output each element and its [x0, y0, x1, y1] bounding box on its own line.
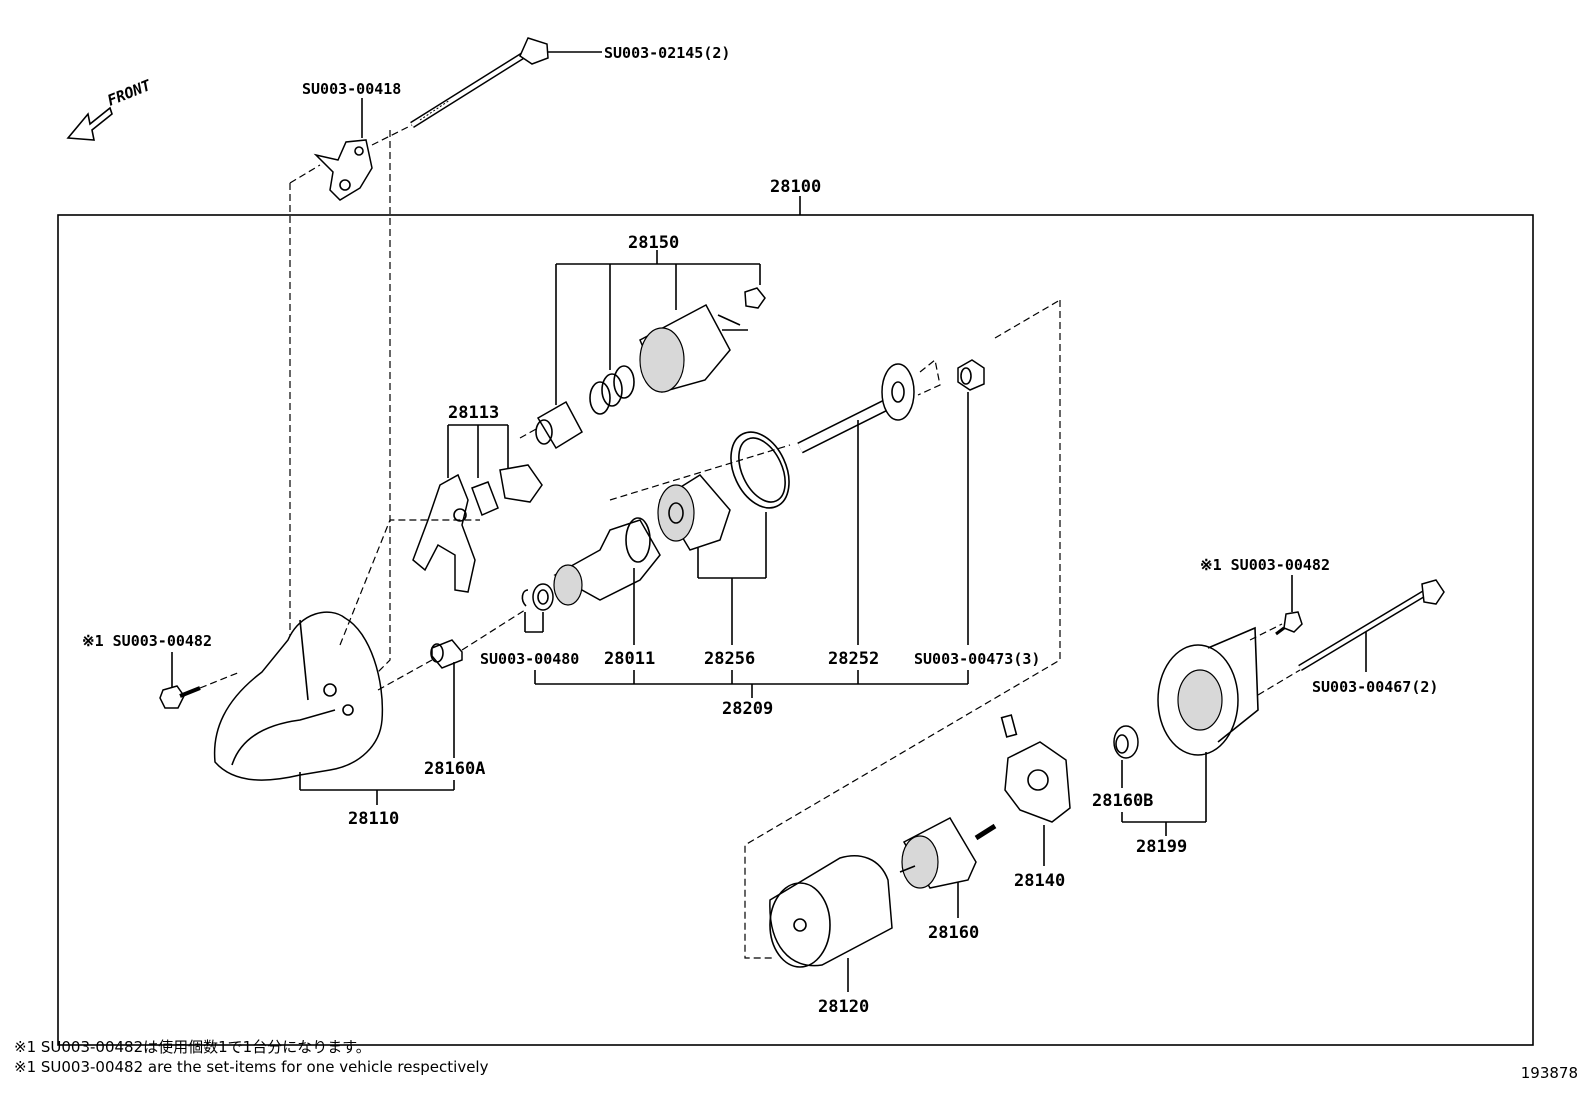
terminal-nut-part [744, 287, 766, 309]
callout-28256: 28256 [704, 649, 755, 669]
bushing-28160b-part [1113, 725, 1139, 759]
starter-clutch-part [553, 517, 661, 606]
callout-28252: 28252 [828, 649, 879, 669]
callout-su003-02145: SU003-02145(2) [604, 44, 730, 62]
planetary-gear-part [657, 474, 731, 551]
callout-28113: 28113 [448, 403, 499, 423]
callout-28100: 28100 [770, 177, 821, 197]
callout-su003-00482-left: ※1 SU003-00482 [82, 632, 212, 650]
callout-su003-00418: SU003-00418 [302, 80, 401, 98]
bracket-part [313, 139, 373, 201]
snap-ring-part [521, 583, 554, 611]
output-shaft-part [797, 363, 915, 454]
callout-28110: 28110 [348, 809, 399, 829]
callout-28160b: 28160B [1092, 791, 1153, 811]
callout-28160a: 28160A [424, 759, 485, 779]
callout-28199: 28199 [1136, 837, 1187, 857]
armature-part [899, 817, 997, 889]
through-bolt-part [1298, 579, 1445, 672]
drive-housing-part [213, 611, 384, 781]
yoke-assembly-part [769, 855, 893, 968]
front-label: FRONT [105, 76, 155, 110]
assembly-box-28100 [57, 214, 1534, 1046]
callout-su003-00467: SU003-00467(2) [1312, 678, 1438, 696]
spring-part [589, 365, 635, 415]
footnote-english: ※1 SU003-00482 are the set-items for one… [14, 1058, 489, 1076]
callout-28120: 28120 [818, 997, 869, 1017]
bearing-nut-part [957, 359, 985, 391]
callout-28011: 28011 [604, 649, 655, 669]
document-id: 193878 [1520, 1064, 1578, 1082]
end-frame-screw-part [1275, 611, 1303, 636]
callout-su003-00473: SU003-00473(3) [914, 650, 1040, 668]
callout-28140: 28140 [1014, 871, 1065, 891]
bushing-28160a-part [430, 639, 463, 669]
callout-28160: 28160 [928, 923, 979, 943]
end-frame-part [1157, 626, 1259, 756]
front-direction-arrow: FRONT [66, 76, 155, 141]
footnote-japanese: ※1 SU003-00482は使用個数1で1台分になります。 [14, 1038, 371, 1056]
callout-su003-00482-right: ※1 SU003-00482 [1200, 556, 1330, 574]
callout-su003-00480: SU003-00480 [480, 650, 579, 668]
solenoid-switch-part [639, 303, 748, 393]
callout-28150: 28150 [628, 233, 679, 253]
callout-28209: 28209 [722, 699, 773, 719]
starter-bolt-part [410, 37, 549, 128]
plunger-part [535, 400, 583, 450]
drive-lever-part [412, 464, 543, 593]
brush-holder-part [1000, 714, 1071, 823]
gear-retainer-part [730, 431, 790, 509]
housing-bolt-part [159, 685, 201, 709]
